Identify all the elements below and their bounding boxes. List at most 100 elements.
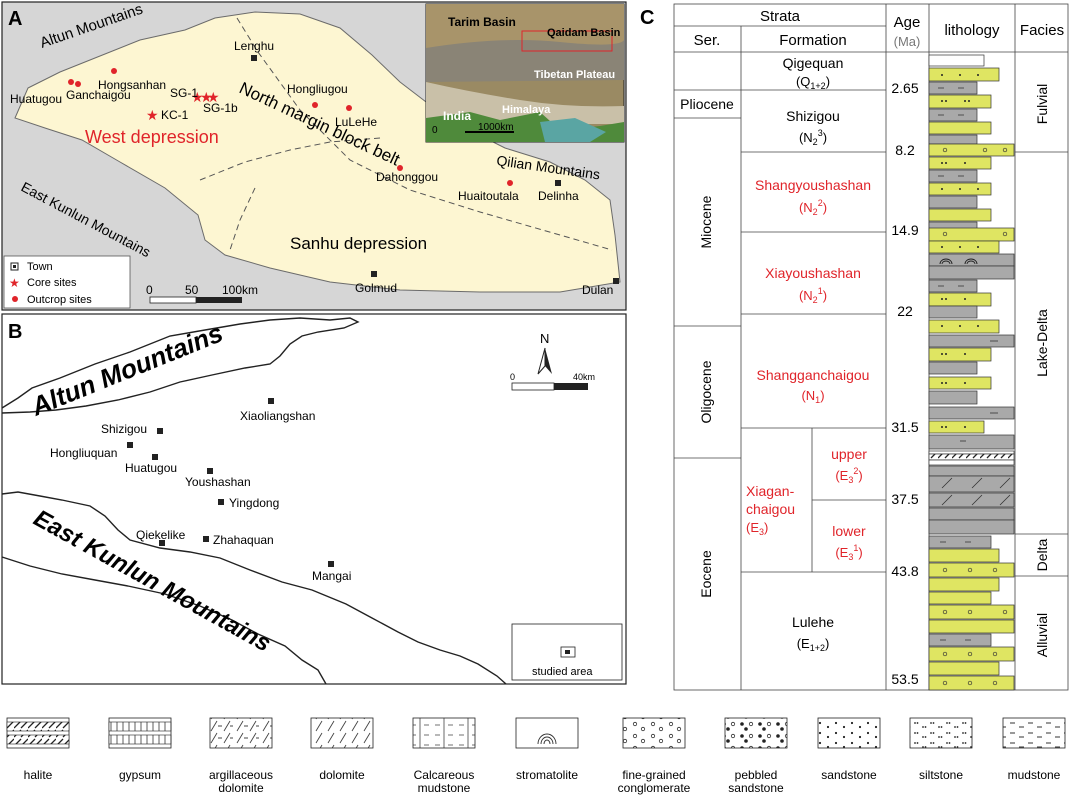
- town-label-mangai: Mangai: [312, 569, 351, 583]
- formation-shangyoushashan: Shangyoushashan (N22): [755, 177, 871, 217]
- region-label-west: West depression: [85, 127, 219, 147]
- qaidam-basin-shape: [14, 11, 621, 293]
- sanhu-boundary: [199, 137, 381, 251]
- header-facies: Facies: [1020, 22, 1064, 39]
- formation-shizigou: Shizigou (N23): [786, 108, 840, 147]
- outcrop-marker-hongsanhan: Hongsanhan: [98, 68, 166, 92]
- series-pliocene: Pliocene: [680, 96, 734, 112]
- legend-item-mudstone: mudstone: [1002, 717, 1066, 782]
- town-xiaoliangshan: Xiaoliangshan: [240, 398, 315, 423]
- age-43-8: 43.8: [891, 563, 918, 579]
- litho-bed: [928, 619, 1015, 634]
- core-label-kc1: KC-1: [161, 108, 189, 122]
- litho-bed: [928, 94, 992, 109]
- core-markers-sg1: ★ ★ ★ SG-1 SG-1b: [170, 86, 238, 115]
- litho-texture-dashes: [938, 87, 998, 641]
- series-eocene: Eocene: [698, 550, 714, 598]
- formation-name-line2: chaigou: [746, 501, 795, 517]
- town-huatugou: Huatugou: [125, 454, 177, 475]
- panel-c: C Strata Ser. Forma: [636, 2, 1070, 691]
- age-53-5: 53.5: [891, 671, 918, 687]
- town-shizigou: Shizigou: [101, 422, 163, 436]
- litho-bed: [928, 108, 978, 122]
- inset-scale-end: 1000km: [478, 122, 514, 133]
- formation-code: (N23): [799, 128, 827, 147]
- formation-code: (E1+2): [797, 636, 830, 653]
- north-arrow-label: N: [540, 331, 549, 346]
- litho-texture-diagonal: [941, 477, 1011, 506]
- town-label-huatugou: Huatugou: [125, 461, 177, 475]
- age-37-5: 37.5: [891, 491, 918, 507]
- legend-core-label: Core sites: [27, 277, 77, 289]
- series-oligocene: Oligocene: [698, 360, 714, 423]
- litho-bed: [928, 465, 1015, 477]
- inset-label-qaidam: Qaidam Basin: [547, 27, 621, 39]
- legend-town-label: Town: [27, 261, 53, 273]
- core-label-sg1b: SG-1b: [203, 101, 238, 115]
- formation-name: Shangyoushashan: [755, 177, 871, 193]
- svg-text:★: ★: [146, 107, 159, 123]
- town-label-dulan: Dulan: [582, 283, 613, 297]
- age-2-65: 2.65: [891, 80, 918, 96]
- formation-name: Shizigou: [786, 108, 840, 124]
- litho-bed: [928, 661, 1000, 676]
- town-youshashan: Youshashan: [185, 468, 251, 489]
- formation-code: (N21): [799, 286, 827, 305]
- svg-text:★: ★: [207, 89, 220, 105]
- litho-bed: [928, 453, 1015, 461]
- depression-boundary: [236, 17, 613, 251]
- outcrop-marker-hongliugou: Hongliugou: [287, 82, 348, 108]
- litho-bed: [928, 319, 1000, 334]
- litho-bed: [928, 519, 1015, 535]
- core-marker-kc1: ★ KC-1: [146, 107, 189, 123]
- panel-a-letter: A: [8, 8, 22, 30]
- scale-b-zero: 0: [510, 372, 515, 382]
- litho-bed: [928, 67, 1000, 82]
- town-zhahaquan: Zhahaquan: [203, 533, 274, 547]
- panel-b-scale-bar: 0 40km: [510, 372, 595, 391]
- litho-bed: [928, 169, 978, 183]
- litho-bed: [928, 450, 1015, 455]
- legend-item-siltstone: siltstone: [909, 717, 973, 782]
- formation-code: (N1): [801, 388, 824, 405]
- town-qiekelike: Qiekelike: [136, 528, 186, 546]
- svg-text:★: ★: [191, 89, 204, 105]
- member-name: upper: [831, 446, 867, 462]
- litho-bed: [928, 406, 1015, 420]
- legend-label-mudstone: mudstone: [1008, 768, 1061, 782]
- panel-b-frame: [1, 313, 627, 685]
- outcrop-label-hongliugou: Hongliugou: [287, 82, 348, 96]
- formation-qigequan: Qigequan (Q1+2): [783, 55, 844, 91]
- litho-bed: [928, 334, 1015, 348]
- litho-bed: [928, 195, 978, 209]
- inset-scale-zero: 0: [432, 125, 438, 136]
- panel-b-letter: B: [8, 321, 22, 343]
- scale-a-end: 100km: [222, 283, 258, 297]
- panel-b-legend: studied area: [511, 623, 623, 681]
- litho-bed: [928, 279, 978, 293]
- town-marker-dahonggou: Dahonggou: [376, 165, 438, 184]
- scale-a-zero: 0: [146, 283, 153, 297]
- town-label-youshashan: Youshashan: [185, 475, 251, 489]
- outcrop-label-lulehe: LuLeHe: [335, 115, 377, 129]
- age-14-9: 14.9: [891, 222, 918, 238]
- litho-bed: [928, 265, 1015, 280]
- scale-b-end: 40km: [573, 372, 595, 382]
- town-marker-delinha: Delinha: [538, 180, 579, 203]
- litho-bed: [928, 121, 992, 135]
- town-label-delinha: Delinha: [538, 189, 579, 203]
- formation-code: (E3): [746, 520, 768, 537]
- legend-label-halite: halite: [24, 768, 53, 782]
- town-label-golmud: Golmud: [355, 281, 397, 295]
- inset-label-india: India: [443, 109, 471, 123]
- litho-texture-pebbles: [942, 147, 1008, 686]
- litho-bed: [928, 156, 992, 170]
- scale-a-mid: 50: [185, 283, 199, 297]
- legend-label-dolomite: dolomite: [319, 768, 365, 782]
- core-label-sg1: SG-1: [170, 86, 198, 100]
- town-label-qiekelike: Qiekelike: [136, 528, 186, 542]
